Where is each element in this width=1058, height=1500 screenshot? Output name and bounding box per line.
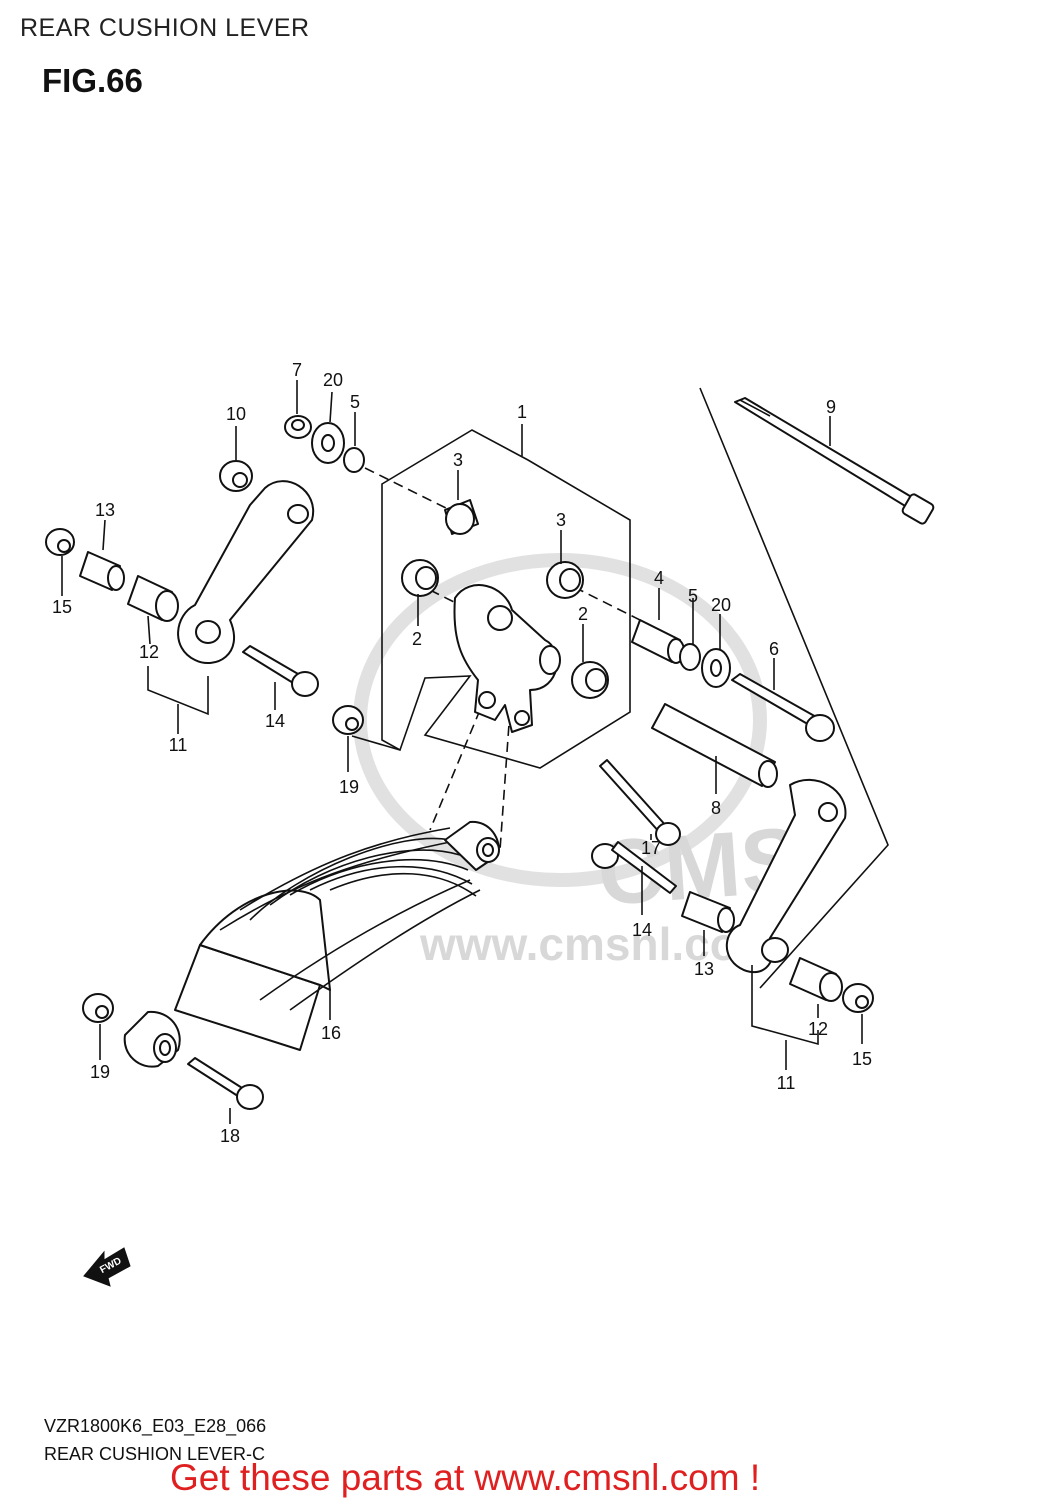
callout-19-lower: 19 bbox=[90, 1062, 110, 1082]
callout-2b: 2 bbox=[578, 604, 588, 624]
bearing-12-right bbox=[789, 957, 843, 1002]
shock-absorber-16 bbox=[123, 820, 500, 1068]
callout-12-left: 12 bbox=[139, 642, 159, 662]
nut-19-upper bbox=[332, 705, 364, 735]
callout-16: 16 bbox=[321, 1023, 341, 1043]
callout-6: 6 bbox=[769, 639, 779, 659]
callout-3b: 3 bbox=[556, 510, 566, 530]
callout-9: 9 bbox=[826, 397, 836, 417]
callout-14-right: 14 bbox=[632, 920, 652, 940]
callout-7: 7 bbox=[292, 360, 302, 380]
callout-20-right: 20 bbox=[711, 595, 731, 615]
callout-19-upper: 19 bbox=[339, 777, 359, 797]
nut-15-left bbox=[45, 528, 75, 556]
seal-5-top bbox=[343, 447, 365, 473]
forward-arrow-icon: FWD bbox=[83, 1247, 131, 1287]
link-rod-left bbox=[177, 480, 315, 665]
nut-7 bbox=[284, 415, 312, 439]
callout-14-left: 14 bbox=[265, 711, 285, 731]
washer-20-top bbox=[311, 422, 345, 464]
nut-10 bbox=[219, 460, 253, 492]
nut-19-lower bbox=[82, 993, 114, 1023]
shaft-8 bbox=[651, 703, 778, 788]
callout-11-left: 11 bbox=[169, 735, 188, 755]
leader-lines bbox=[61, 380, 863, 1124]
long-bolt-9 bbox=[734, 397, 935, 525]
callout-4: 4 bbox=[654, 568, 664, 588]
nut-15-right bbox=[842, 983, 874, 1013]
bolt-17 bbox=[599, 759, 681, 846]
callout-10: 10 bbox=[226, 404, 246, 424]
callout-15-left: 15 bbox=[52, 597, 72, 617]
model-code: VZR1800K6_E03_E28_066 bbox=[44, 1416, 267, 1436]
bolt-14-right bbox=[591, 841, 677, 894]
bolt-6 bbox=[731, 673, 835, 742]
callout-18: 18 bbox=[220, 1126, 240, 1146]
callout-5-right: 5 bbox=[688, 586, 698, 606]
callout-13-left: 13 bbox=[95, 500, 115, 520]
callout-5-top: 5 bbox=[350, 392, 360, 412]
bolt-18 bbox=[187, 1057, 264, 1110]
callout-17: 17 bbox=[641, 838, 661, 858]
bearing-2-a bbox=[401, 559, 439, 597]
diagram-subtitle: REAR CUSHION LEVER-C bbox=[44, 1444, 266, 1464]
callout-12-right: 12 bbox=[808, 1019, 828, 1039]
bolt-14-left bbox=[242, 645, 319, 697]
cushion-lever-body bbox=[453, 584, 561, 733]
callout-8: 8 bbox=[711, 798, 721, 818]
bushing-13-left bbox=[79, 551, 125, 591]
page-title: REAR CUSHION LEVER bbox=[20, 14, 310, 42]
callout-labels: 1 2 2 3 3 4 5 5 6 7 8 9 10 11 11 12 12 1… bbox=[52, 360, 872, 1146]
link-rod-right bbox=[725, 778, 847, 974]
seal-5-right bbox=[679, 643, 701, 671]
bolt-group-outline bbox=[699, 387, 889, 989]
callout-1: 1 bbox=[517, 402, 527, 422]
callout-15-right: 15 bbox=[852, 1049, 872, 1069]
bearing-3-a bbox=[444, 499, 479, 535]
callout-3a: 3 bbox=[453, 450, 463, 470]
spacer-4 bbox=[631, 619, 685, 664]
bushing-13-right bbox=[681, 891, 735, 933]
figure-number: FIG.66 bbox=[42, 62, 143, 99]
bearing-3-b bbox=[546, 561, 584, 599]
bearing-2-b bbox=[571, 661, 609, 699]
bearing-12-left bbox=[127, 575, 179, 622]
callout-2a: 2 bbox=[412, 629, 422, 649]
washer-20-right bbox=[701, 648, 731, 688]
promo-link[interactable]: Get these parts at www.cmsnl.com ! bbox=[170, 1457, 761, 1498]
callout-11-right: 11 bbox=[777, 1073, 796, 1093]
callout-13-right: 13 bbox=[694, 959, 714, 979]
callout-20-top: 20 bbox=[323, 370, 343, 390]
